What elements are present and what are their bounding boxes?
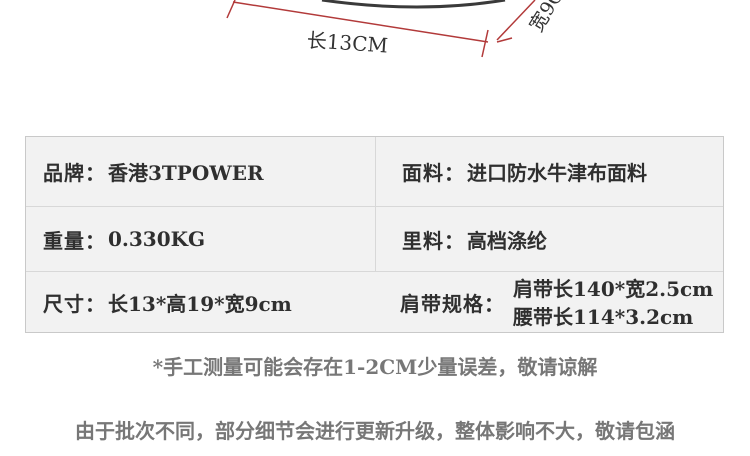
size-label: 尺寸：	[43, 292, 106, 316]
size-cell: 尺寸： 长13*高19*宽9cm	[26, 272, 376, 333]
fabric-value: 进口防水牛津布面料	[467, 161, 647, 185]
length-tick-right	[481, 29, 489, 58]
shoulder-strap-spec: 肩带长140*宽2.5cm	[513, 276, 714, 301]
strap-label: 肩带规格：	[400, 292, 505, 316]
spec-table: 品牌： 香港3TPOWER 面料： 进口防水牛津布面料 重量： 0.330KG …	[25, 136, 724, 333]
length-label: 长13CM	[306, 27, 389, 58]
length-line	[232, 1, 489, 43]
bag-bottom-edge	[321, 0, 506, 9]
brand-label: 品牌：	[43, 161, 106, 185]
weight-label: 重量：	[43, 228, 106, 253]
weight-cell: 重量： 0.330KG	[26, 207, 376, 271]
width-tick	[496, 37, 513, 43]
length-tick-left	[226, 0, 236, 19]
spec-row-3: 尺寸： 长13*高19*宽9cm 肩带规格： 肩带长140*宽2.5cm 腰带长…	[26, 272, 723, 333]
brand-cell: 品牌： 香港3TPOWER	[26, 137, 376, 206]
strap-cell: 肩带规格： 肩带长140*宽2.5cm 腰带长114*3.2cm	[376, 272, 723, 333]
waist-strap-spec: 腰带长114*3.2cm	[513, 304, 694, 329]
weight-value: 0.330KG	[108, 227, 206, 251]
fabric-cell: 面料： 进口防水牛津布面料	[376, 137, 723, 206]
lining-label: 里料：	[402, 228, 465, 253]
strap-values: 肩带长140*宽2.5cm 腰带长114*3.2cm	[513, 275, 713, 331]
lining-value: 高档涤纶	[467, 228, 547, 253]
lining-cell: 里料： 高档涤纶	[376, 207, 723, 271]
fabric-label: 面料：	[402, 161, 465, 185]
brand-value: 香港3TPOWER	[108, 161, 264, 185]
batch-note: 由于批次不同，部分细节会进行更新升级，整体影响不大，敬请包涵	[75, 419, 675, 443]
size-value: 长13*高19*宽9cm	[108, 292, 292, 316]
dimension-lines	[226, 0, 536, 58]
spec-row-1: 品牌： 香港3TPOWER 面料： 进口防水牛津布面料	[26, 137, 723, 207]
bag-dimension-illustration: 长13CM 宽9CM	[0, 0, 750, 80]
spec-row-2: 重量： 0.330KG 里料： 高档涤纶	[26, 207, 723, 272]
measurement-note: *手工测量可能会存在1-2CM少量误差，敬请谅解	[152, 355, 598, 379]
width-line	[496, 0, 536, 41]
